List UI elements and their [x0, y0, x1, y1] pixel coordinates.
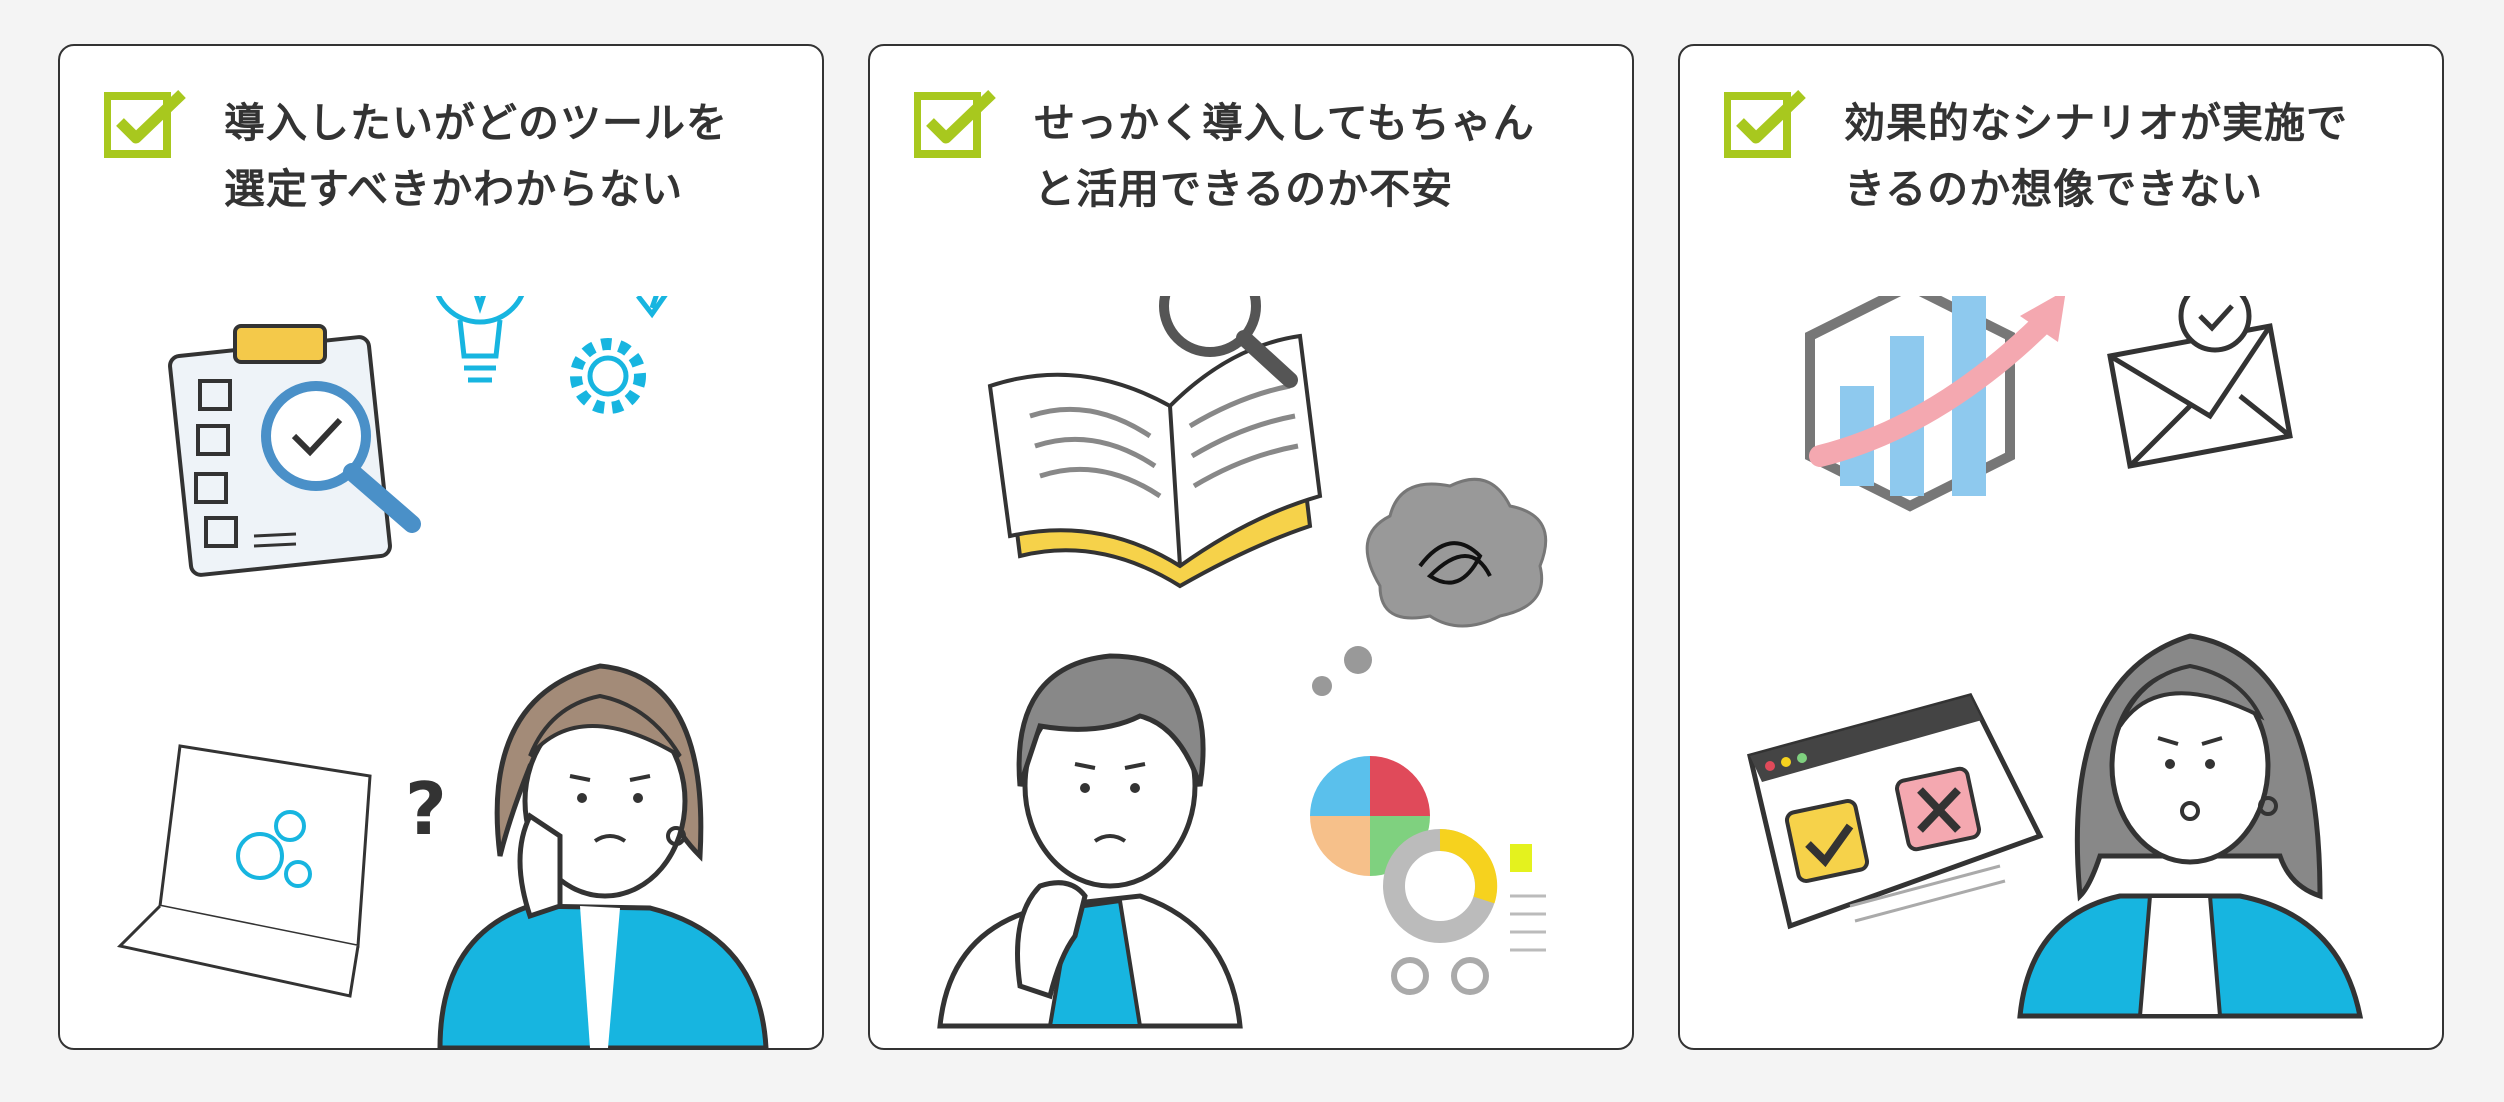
- question-mark-icon: ?: [405, 767, 447, 851]
- checkbox-checked-icon: [914, 90, 996, 158]
- laptop-icon: [116, 744, 372, 998]
- card-title: 効果的なシナリオが実施で きるのか想像できない: [1844, 99, 2348, 213]
- envelope-check-icon: [2107, 296, 2293, 469]
- illustration-scenario-imagination: [1747, 296, 2364, 1019]
- magnifier-icon: [1159, 296, 1298, 388]
- illustration-tool-selection: ?: [116, 296, 769, 1048]
- checkbox-checked-icon: [1724, 90, 1806, 158]
- magnifier-icon: [261, 381, 421, 533]
- open-book-icon: [987, 333, 1323, 589]
- illustration-utilization-anxiety: [937, 296, 1548, 1029]
- problem-card-scenario-imagination: 効果的なシナリオが実施で きるのか想像できない: [1678, 44, 2444, 1050]
- problem-card-tool-selection: 導入したいがどのツールを 選定すべきかわからない: [58, 44, 824, 1050]
- card-title: 導入したいがどのツールを 選定すべきかわからない: [224, 99, 728, 213]
- lightbulb-icon: [435, 296, 525, 383]
- worried-woman-figure: [437, 663, 769, 1048]
- card-title: せっかく導入してもちゃん と活用できるのか不安: [1034, 99, 1535, 213]
- donut-chart-icon: [1383, 828, 1546, 995]
- worried-woman-figure: [2017, 633, 2364, 1019]
- thinking-man-figure: [937, 653, 1243, 1029]
- thought-cloud-icon: [1312, 477, 1548, 696]
- gear-icon: [570, 338, 646, 414]
- problem-card-utilization-anxiety: せっかく導入してもちゃん と活用できるのか不安: [868, 44, 1634, 1050]
- browser-window-icon: [1747, 693, 2044, 930]
- checkbox-checked-icon: [104, 90, 186, 158]
- growth-chart-icon: [1805, 296, 2066, 512]
